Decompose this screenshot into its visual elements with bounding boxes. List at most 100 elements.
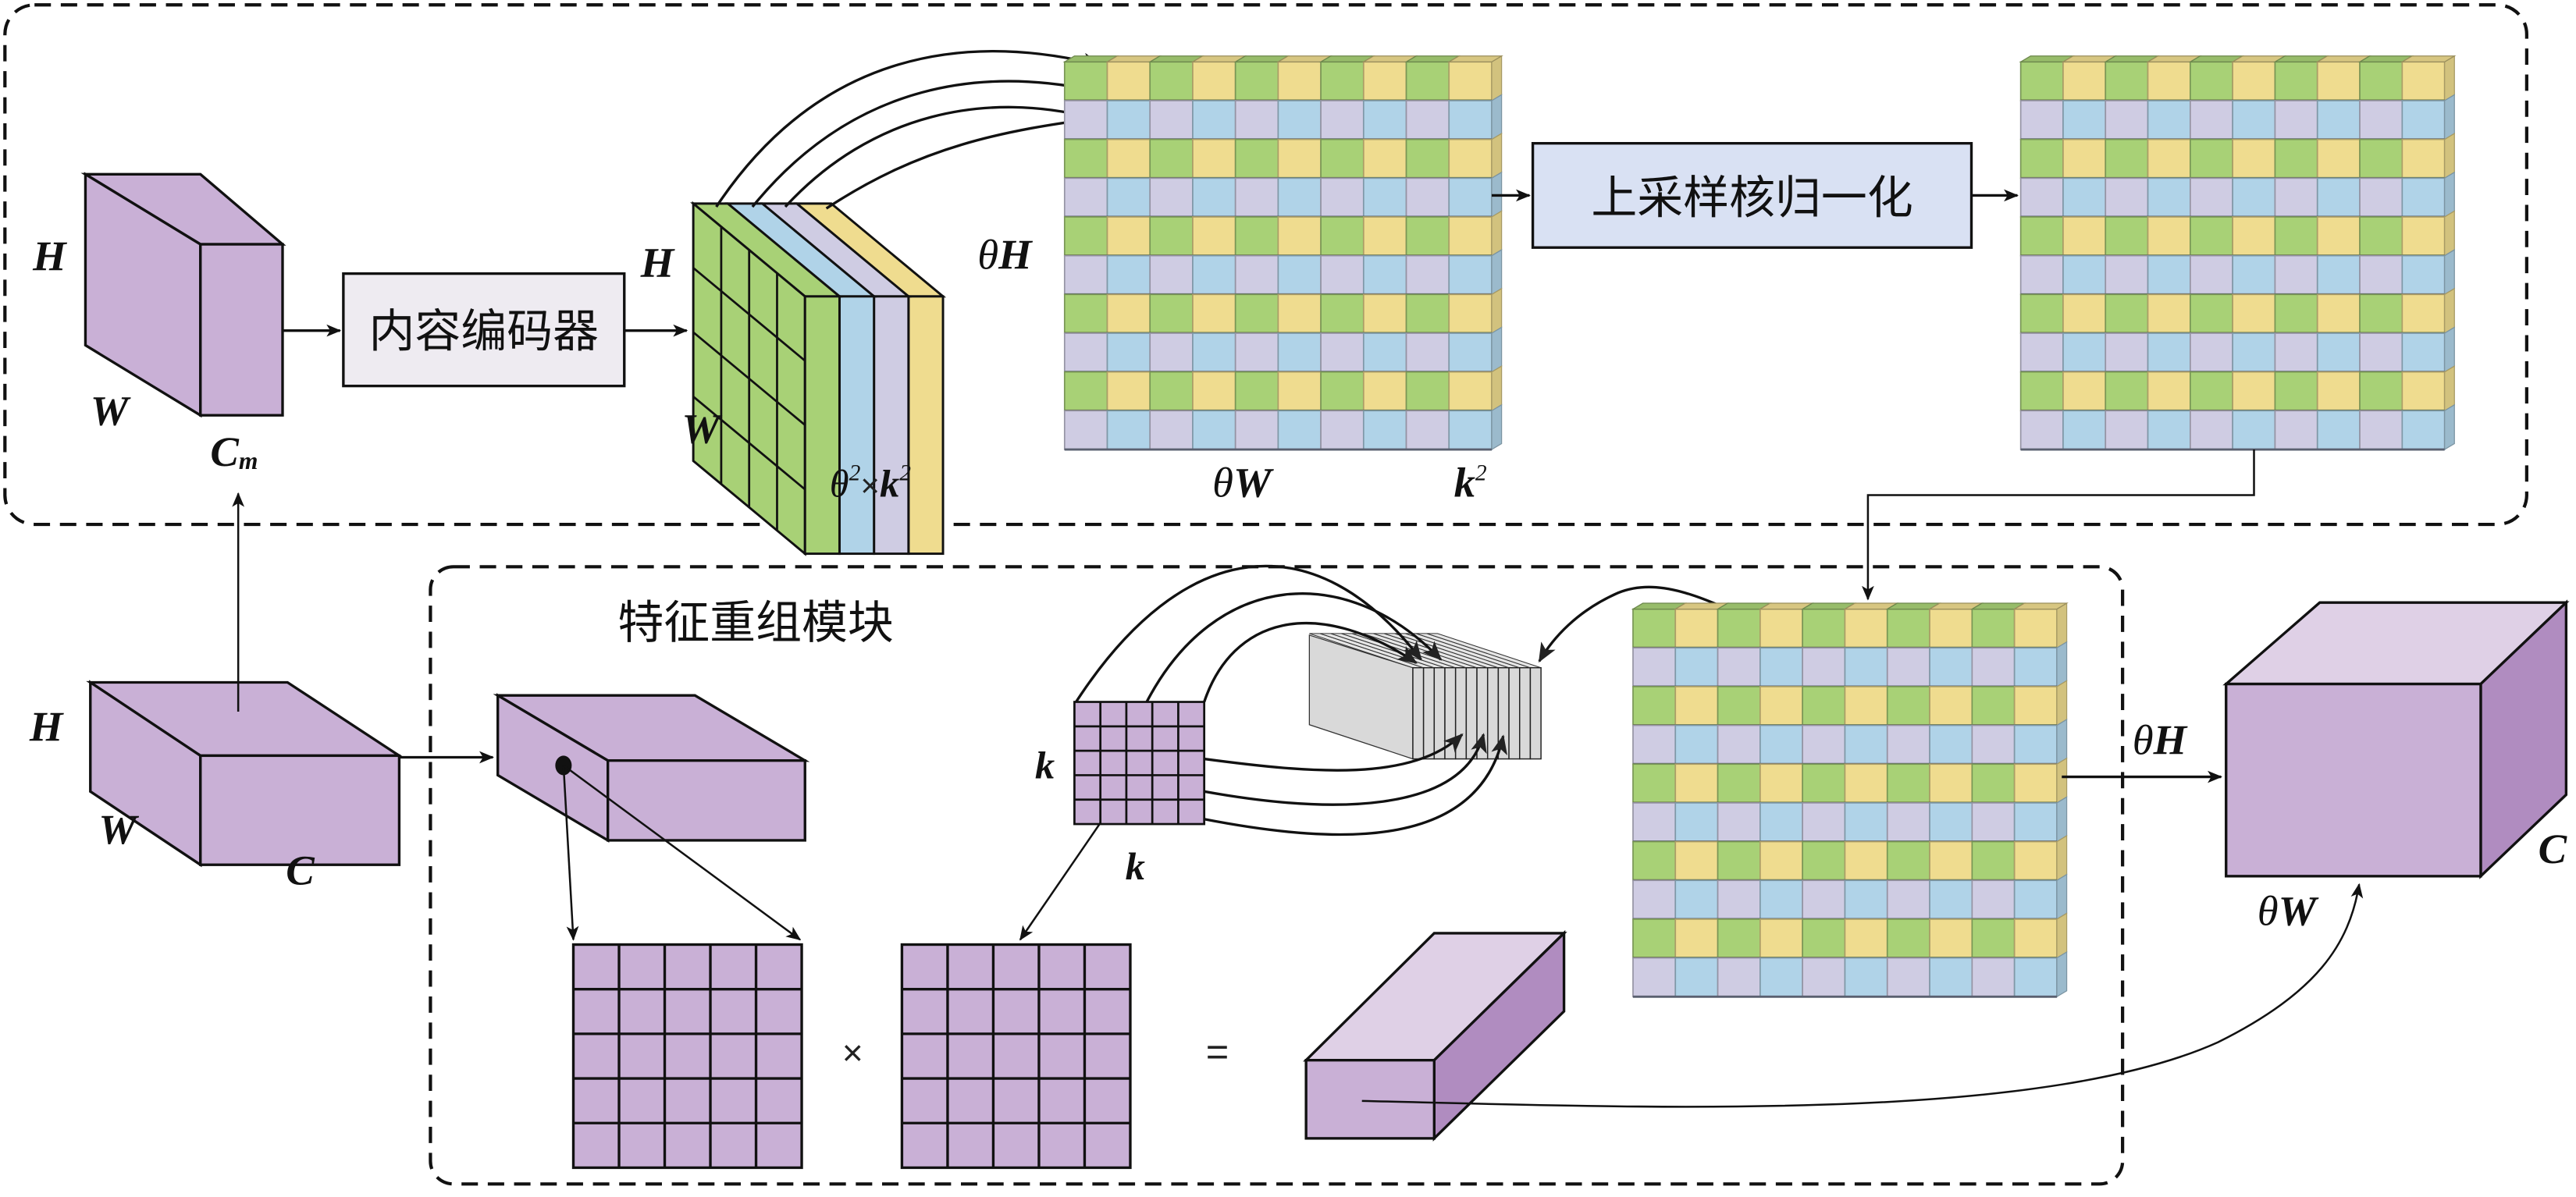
encoded-kernel-block — [690, 201, 947, 556]
column-front — [1304, 1059, 1436, 1140]
stack-slab-front — [1519, 666, 1532, 760]
kernel-cell — [1277, 61, 1322, 101]
kernel-cell — [1717, 840, 1761, 882]
kernel-cell — [2189, 332, 2233, 373]
input-label-c: C — [286, 846, 315, 893]
grid-background — [571, 943, 803, 1170]
thetaw-w: W — [1233, 459, 1274, 506]
kernel-row-side — [2444, 171, 2455, 218]
kernel-cell — [2147, 138, 2191, 179]
stack-slab-front — [1486, 666, 1500, 760]
kernel-cell — [2013, 918, 2058, 959]
kernel-cell — [1971, 802, 2016, 843]
kernel-cell — [1717, 724, 1761, 765]
kernel-cell — [1277, 293, 1322, 334]
kernel-cell — [2189, 216, 2233, 257]
k2-k: k — [1454, 459, 1475, 506]
times-symbol: × — [842, 1032, 863, 1073]
kernel-cell — [1362, 216, 1407, 257]
reshape-arrow-3 — [784, 105, 1098, 208]
kernel-cell — [1063, 177, 1108, 218]
kernel-cell — [1632, 879, 1677, 920]
kernel-cell — [2013, 957, 2058, 998]
reassembly-kernel-map — [1631, 602, 2069, 998]
kernel-cell — [2359, 138, 2403, 179]
kernel-cell — [1149, 332, 1194, 373]
kernel-cell — [2274, 61, 2318, 101]
kernel-row-side — [1491, 133, 1503, 179]
kernel-cell — [1149, 216, 1194, 257]
kernel-cell — [1886, 647, 1930, 687]
kernel-cell — [2274, 293, 2318, 334]
kernel-cell — [1320, 254, 1364, 296]
cube-front-face — [199, 243, 284, 417]
kernel-cell — [1063, 254, 1108, 296]
kernel-cell — [1234, 61, 1279, 101]
kernel-cell — [1632, 724, 1677, 765]
out-h-theta: θ — [2133, 716, 2154, 764]
kernel-cell — [2359, 293, 2403, 334]
kernel-row-side — [1491, 326, 1503, 373]
kernel-cell — [1717, 802, 1761, 843]
kernel-cell — [1192, 332, 1236, 373]
kernel-cell — [1405, 410, 1450, 450]
kernel-cell — [1759, 879, 1804, 920]
kernel-cell — [2274, 332, 2318, 373]
kernel-cell — [2105, 254, 2149, 296]
kernel-cell — [1448, 177, 1493, 218]
kernel-cell — [1149, 293, 1194, 334]
kernel-cell — [1405, 138, 1450, 179]
kernel-cell — [2105, 332, 2149, 373]
input-label-w: W — [98, 805, 139, 853]
kernel-cell — [2359, 100, 2403, 140]
kernel-cell — [1362, 254, 1407, 296]
kernel-cell — [2147, 371, 2191, 412]
kernel-cell — [1234, 332, 1279, 373]
kernel-row-side — [2444, 249, 2455, 296]
kernel-cell — [2147, 100, 2191, 140]
kernel-cell — [2105, 410, 2149, 450]
kernel-map-label-thetah: θH — [977, 231, 1033, 279]
kernel-cell — [1320, 371, 1364, 412]
output-feature-cube — [2222, 599, 2570, 879]
kernel-cell — [2232, 100, 2276, 140]
kernel-cell — [2105, 371, 2149, 412]
kernel-cell — [1448, 332, 1493, 373]
kernel-cell — [1149, 410, 1194, 450]
kernel-cell — [1632, 763, 1677, 804]
depth-k: k — [880, 462, 899, 506]
depth-sup1: 2 — [849, 461, 861, 486]
kernel-cell — [1320, 293, 1364, 334]
kernel-cell — [2147, 410, 2191, 450]
kernel-row-side — [1491, 287, 1503, 335]
kernel-cell — [1802, 647, 1846, 687]
kernel-cell — [1971, 918, 2016, 959]
kernel-cell — [1320, 177, 1364, 218]
kernel-cell — [1320, 332, 1364, 373]
kernel-cell — [1320, 61, 1364, 101]
kernel-cell — [1886, 608, 1930, 649]
reshape-arrows — [715, 50, 1106, 210]
kernel-cell — [1929, 763, 1973, 804]
kernel-row-side — [1491, 55, 1503, 102]
kernel-cell — [1674, 918, 1719, 959]
kernel-cell — [1362, 177, 1407, 218]
kernel-cell — [2189, 410, 2233, 450]
kernel-cell — [2105, 293, 2149, 334]
kernel-cell — [1063, 371, 1108, 412]
kernel-cell — [1844, 879, 1888, 920]
kernel-cell — [1277, 100, 1322, 140]
kernel-cell — [1929, 840, 1973, 882]
kernel-cell — [2401, 293, 2446, 334]
label-cm-c: C — [210, 428, 239, 475]
kernel-cell — [1886, 802, 1930, 843]
edge-dot-to-patch-left — [562, 765, 579, 941]
kernel-cell — [2062, 332, 2107, 373]
kernel-row-side — [2056, 602, 2068, 649]
kernel-cell — [1632, 647, 1677, 687]
kernel-cell — [2062, 138, 2107, 179]
encoded-slab-front — [907, 295, 945, 556]
kernel-cell — [1192, 254, 1236, 296]
kernel-cell — [1971, 647, 2016, 687]
kernel-cell — [1277, 138, 1322, 179]
